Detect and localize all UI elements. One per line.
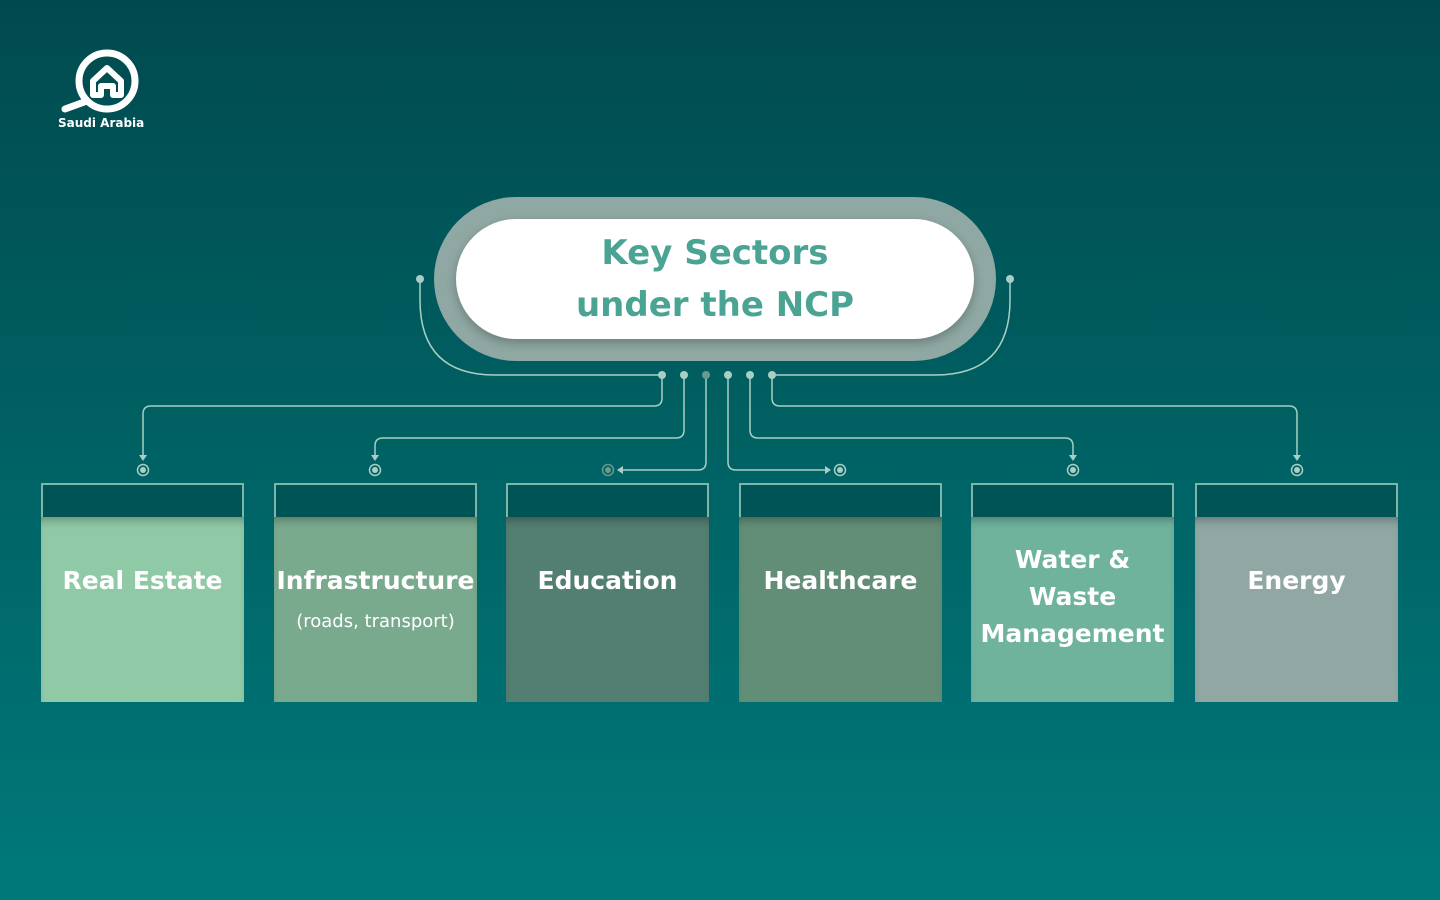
hub-dot-5 xyxy=(746,371,754,379)
arrow-head-real-estate xyxy=(139,455,147,461)
sector-card-body: Education xyxy=(506,517,709,702)
brand-name: Saudi Arabia xyxy=(58,116,145,130)
hub-dot-3 xyxy=(702,371,710,379)
sector-card-header xyxy=(506,483,709,517)
arrow-head-healthcare xyxy=(825,466,831,474)
hub-dot-1 xyxy=(658,371,666,379)
target-dot-healthcare xyxy=(833,463,847,477)
brand-logo: Saudi Arabia xyxy=(58,48,145,130)
connector-infrastructure xyxy=(374,375,685,458)
sector-card-header xyxy=(739,483,942,517)
hub-dot-2 xyxy=(680,371,688,379)
sector-card-healthcare: Healthcare xyxy=(739,483,942,702)
endpoint-dot-right xyxy=(1006,275,1014,283)
target-dot-infrastructure xyxy=(368,463,382,477)
sector-card-infrastructure: Infrastructure (roads, transport) xyxy=(274,483,477,702)
connector-left-arc xyxy=(419,279,662,376)
connector-education xyxy=(620,375,707,471)
arrow-head-water-waste xyxy=(1069,455,1077,461)
target-dot-energy xyxy=(1290,463,1304,477)
sector-card-body: Healthcare xyxy=(739,517,942,702)
sector-card-header xyxy=(971,483,1174,517)
connector-right-arc xyxy=(772,279,1011,376)
target-dot-water-waste xyxy=(1066,463,1080,477)
target-dot-education xyxy=(601,463,615,477)
sector-label: Infrastructure xyxy=(276,566,475,595)
sector-label: Water & Waste Management xyxy=(980,545,1165,648)
sector-sublabel: (roads, transport) xyxy=(296,611,455,632)
sector-label: Energy xyxy=(1247,566,1346,595)
sector-card-real-estate: Real Estate xyxy=(41,483,244,702)
connector-real-estate xyxy=(142,375,663,458)
hub-dot-4 xyxy=(724,371,732,379)
diagram-title: Key Sectors under the NCP xyxy=(575,233,855,325)
arrow-head-education xyxy=(617,466,623,474)
arrow-head-infrastructure xyxy=(371,455,379,461)
sector-card-body: Infrastructure (roads, transport) xyxy=(274,517,477,702)
hub-dot-6 xyxy=(768,371,776,379)
sector-card-energy: Energy xyxy=(1195,483,1398,702)
sector-card-header xyxy=(274,483,477,517)
sector-card-header xyxy=(41,483,244,517)
connector-healthcare xyxy=(727,375,828,471)
sector-card-header xyxy=(1195,483,1398,517)
connector-water-waste xyxy=(749,375,1074,458)
sector-label: Real Estate xyxy=(62,566,223,595)
arrow-head-energy xyxy=(1293,455,1301,461)
sector-card-body: Water & Waste Management xyxy=(971,517,1174,702)
endpoint-dot-left xyxy=(416,275,424,283)
sector-card-education: Education xyxy=(506,483,709,702)
sector-card-body: Real Estate xyxy=(41,517,244,702)
sector-label: Education xyxy=(537,566,678,595)
title-pill: Key Sectors under the NCP xyxy=(456,219,974,339)
sector-card-body: Energy xyxy=(1195,517,1398,702)
sector-card-water-waste: Water & Waste Management xyxy=(971,483,1174,702)
house-magnifier-icon xyxy=(61,49,139,113)
target-dot-real-estate xyxy=(136,463,150,477)
connector-energy xyxy=(771,375,1298,458)
sector-label: Healthcare xyxy=(763,566,918,595)
